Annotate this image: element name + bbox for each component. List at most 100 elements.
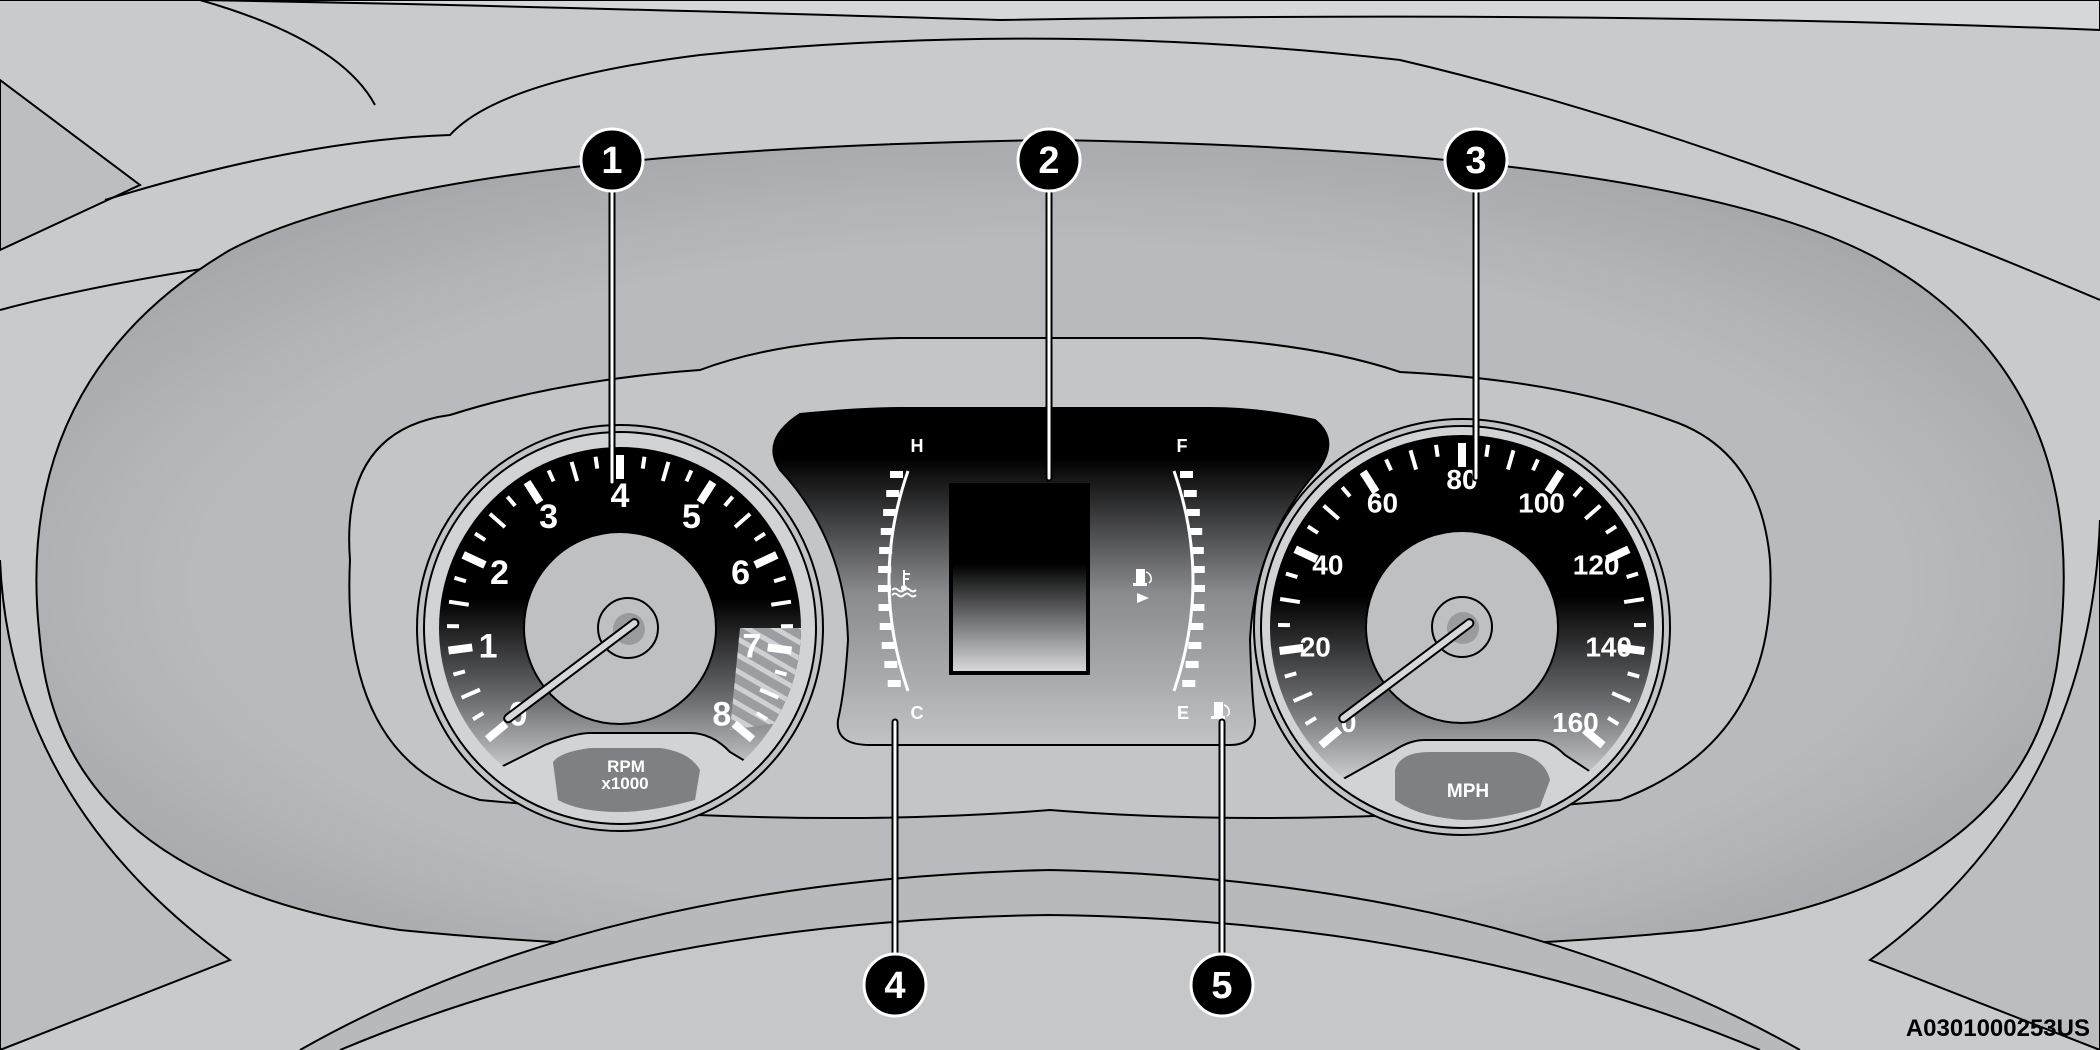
major-tick bbox=[1279, 643, 1304, 655]
fuel-segment bbox=[1190, 547, 1204, 554]
needle-body bbox=[1340, 620, 1473, 722]
fuel-segment bbox=[1188, 642, 1202, 649]
speed-unit-label: MPH bbox=[1447, 781, 1489, 802]
fuel-pump-icon bbox=[1133, 569, 1152, 586]
gauge-number-label: 160 bbox=[1552, 707, 1599, 738]
minor-tick bbox=[1607, 716, 1620, 726]
minor-tick bbox=[723, 495, 735, 508]
gauge-number-label: 8 bbox=[712, 696, 731, 734]
fuel-empty-label: E bbox=[1177, 703, 1189, 723]
minor-tick bbox=[753, 531, 766, 542]
gauge-number-label: 6 bbox=[731, 554, 750, 592]
temp-segment bbox=[883, 509, 897, 516]
tach-needle bbox=[503, 618, 640, 724]
minor-tick bbox=[569, 461, 580, 482]
fuel-pump-small-icon bbox=[1211, 702, 1230, 719]
tachometer: 012345678 RPM x1000 bbox=[416, 424, 824, 832]
minor-tick bbox=[1583, 504, 1602, 521]
minor-tick bbox=[684, 469, 694, 483]
fuel-segment bbox=[1182, 680, 1196, 687]
fuel-segment bbox=[1191, 566, 1205, 573]
gauge-number-label: 1 bbox=[479, 628, 498, 666]
minor-tick bbox=[660, 461, 671, 482]
major-tick bbox=[523, 479, 544, 505]
callout-number: 3 bbox=[1465, 140, 1486, 182]
gauge-number-label: 140 bbox=[1585, 631, 1632, 662]
minor-tick bbox=[505, 495, 517, 508]
callout-5: 5 bbox=[1189, 718, 1255, 1018]
callout-number: 4 bbox=[884, 965, 905, 1007]
minor-tick bbox=[593, 456, 600, 469]
fuel-door-side-arrow-icon bbox=[1137, 593, 1149, 603]
fuel-segment bbox=[1180, 471, 1193, 478]
temp-segment bbox=[881, 642, 895, 649]
major-tick bbox=[1359, 469, 1380, 495]
minor-tick bbox=[1279, 597, 1301, 605]
minor-tick bbox=[733, 512, 752, 529]
minor-tick bbox=[474, 531, 487, 542]
callout-number: 2 bbox=[1038, 140, 1059, 182]
gauge-number-label: 40 bbox=[1312, 550, 1343, 581]
fuel-segment bbox=[1191, 604, 1205, 611]
minor-tick bbox=[1292, 691, 1313, 703]
major-tick bbox=[767, 643, 793, 655]
gauge-number-label: 80 bbox=[1446, 464, 1477, 495]
minor-tick bbox=[773, 575, 787, 584]
gauge-number-label: 120 bbox=[1573, 550, 1620, 581]
callouts: 1 2 3 4 5 bbox=[579, 127, 1509, 1018]
temp-cold-label: C bbox=[911, 703, 924, 723]
major-tick bbox=[1318, 726, 1343, 749]
fuel-segment bbox=[1185, 661, 1199, 668]
callout-number: 1 bbox=[601, 140, 622, 182]
minor-tick bbox=[1572, 486, 1584, 498]
minor-tick bbox=[472, 711, 485, 722]
minor-tick bbox=[448, 599, 470, 607]
temp-segment bbox=[890, 471, 903, 478]
fuel-segment bbox=[1190, 623, 1204, 630]
minor-tick bbox=[1285, 571, 1298, 579]
minor-tick bbox=[1505, 449, 1516, 471]
gauge-number-label: 4 bbox=[611, 477, 630, 515]
gauge-number-label: 60 bbox=[1367, 487, 1398, 518]
callout-3: 3 bbox=[1443, 127, 1509, 482]
major-tick bbox=[696, 479, 717, 505]
minor-tick bbox=[1623, 597, 1645, 605]
gauge-number-label: 20 bbox=[1300, 631, 1331, 662]
minor-tick bbox=[1304, 716, 1317, 726]
minor-tick bbox=[755, 711, 768, 722]
gauge-number-label: 3 bbox=[539, 498, 558, 536]
major-tick bbox=[447, 643, 473, 655]
minor-tick bbox=[1284, 671, 1297, 679]
minor-tick bbox=[1604, 524, 1618, 535]
major-tick bbox=[1581, 726, 1606, 749]
temp-segment bbox=[887, 680, 901, 687]
minor-tick bbox=[1340, 486, 1352, 498]
minor-tick bbox=[1611, 691, 1632, 703]
callout-4: 4 bbox=[862, 718, 928, 1018]
callout-1: 1 bbox=[579, 127, 645, 486]
figure-code: A0301000253US bbox=[1906, 1015, 2090, 1042]
minor-tick bbox=[1627, 671, 1640, 679]
major-tick bbox=[461, 551, 487, 569]
temp-segment bbox=[879, 623, 893, 630]
minor-tick bbox=[1484, 444, 1490, 458]
minor-tick bbox=[1626, 571, 1639, 579]
minor-tick bbox=[460, 687, 481, 700]
callout-2: 2 bbox=[1016, 127, 1082, 482]
minor-tick bbox=[640, 456, 647, 469]
fuel-full-label: F bbox=[1177, 436, 1188, 456]
temp-segment bbox=[878, 585, 892, 592]
temp-hot-label: H bbox=[911, 436, 924, 456]
major-tick bbox=[484, 720, 509, 743]
minor-tick bbox=[546, 469, 556, 483]
temp-segment bbox=[884, 661, 898, 668]
information-display-screen bbox=[949, 483, 1090, 675]
needle-body bbox=[505, 620, 638, 722]
temp-segment bbox=[879, 547, 893, 554]
gauge-number-label: 100 bbox=[1518, 487, 1565, 518]
fuel-segment bbox=[1183, 490, 1197, 497]
fuel-gauge: F E bbox=[1133, 436, 1230, 723]
temperature-gauge: H C bbox=[878, 436, 924, 723]
